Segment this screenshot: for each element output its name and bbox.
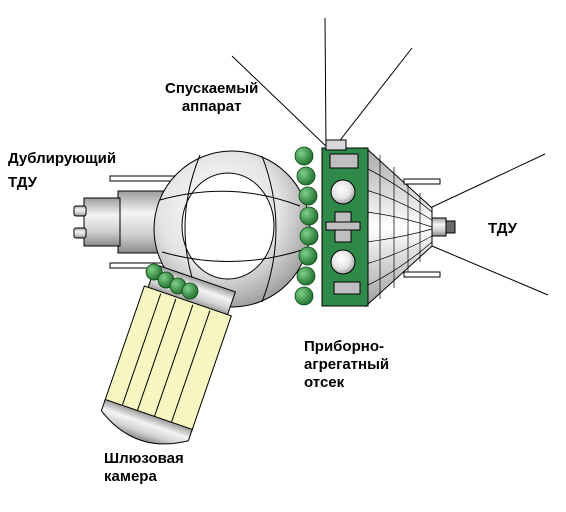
label-descent-module: Спускаемый аппарат [165, 80, 258, 116]
main-engine-nozzle [431, 217, 456, 237]
label-airlock: Шлюзовая камера [104, 450, 184, 486]
label-airlock-line1: Шлюзовая [104, 450, 184, 467]
cone-rails [403, 178, 441, 278]
label-descent-module-line2: аппарат [181, 98, 242, 115]
descent-sphere [153, 150, 311, 308]
label-airlock-line2: камера [104, 468, 157, 485]
instrument-module-cone [365, 146, 433, 308]
label-backup-engine-line2: ТДУ [8, 174, 37, 191]
label-instrument-module-line1: Приборно- [304, 338, 384, 355]
label-descent-module-line1: Спускаемый [165, 80, 259, 97]
label-backup-engine: Дублирующий ТДУ [8, 150, 116, 192]
label-instrument-module: Приборно- агрегатный отсек [304, 338, 389, 392]
label-main-engine: ТДУ [488, 220, 517, 238]
label-backup-engine-line1: Дублирующий [8, 150, 117, 167]
label-main-engine-line1: ТДУ [488, 220, 517, 237]
antennas [231, 17, 549, 296]
label-instrument-module-line3: отсек [304, 374, 345, 391]
airlock-ring-beads [145, 263, 199, 300]
module-ring-beads [294, 146, 319, 306]
instrument-module-green [321, 139, 369, 307]
airlock [100, 263, 236, 445]
label-instrument-module-line2: агрегатный [304, 356, 390, 373]
